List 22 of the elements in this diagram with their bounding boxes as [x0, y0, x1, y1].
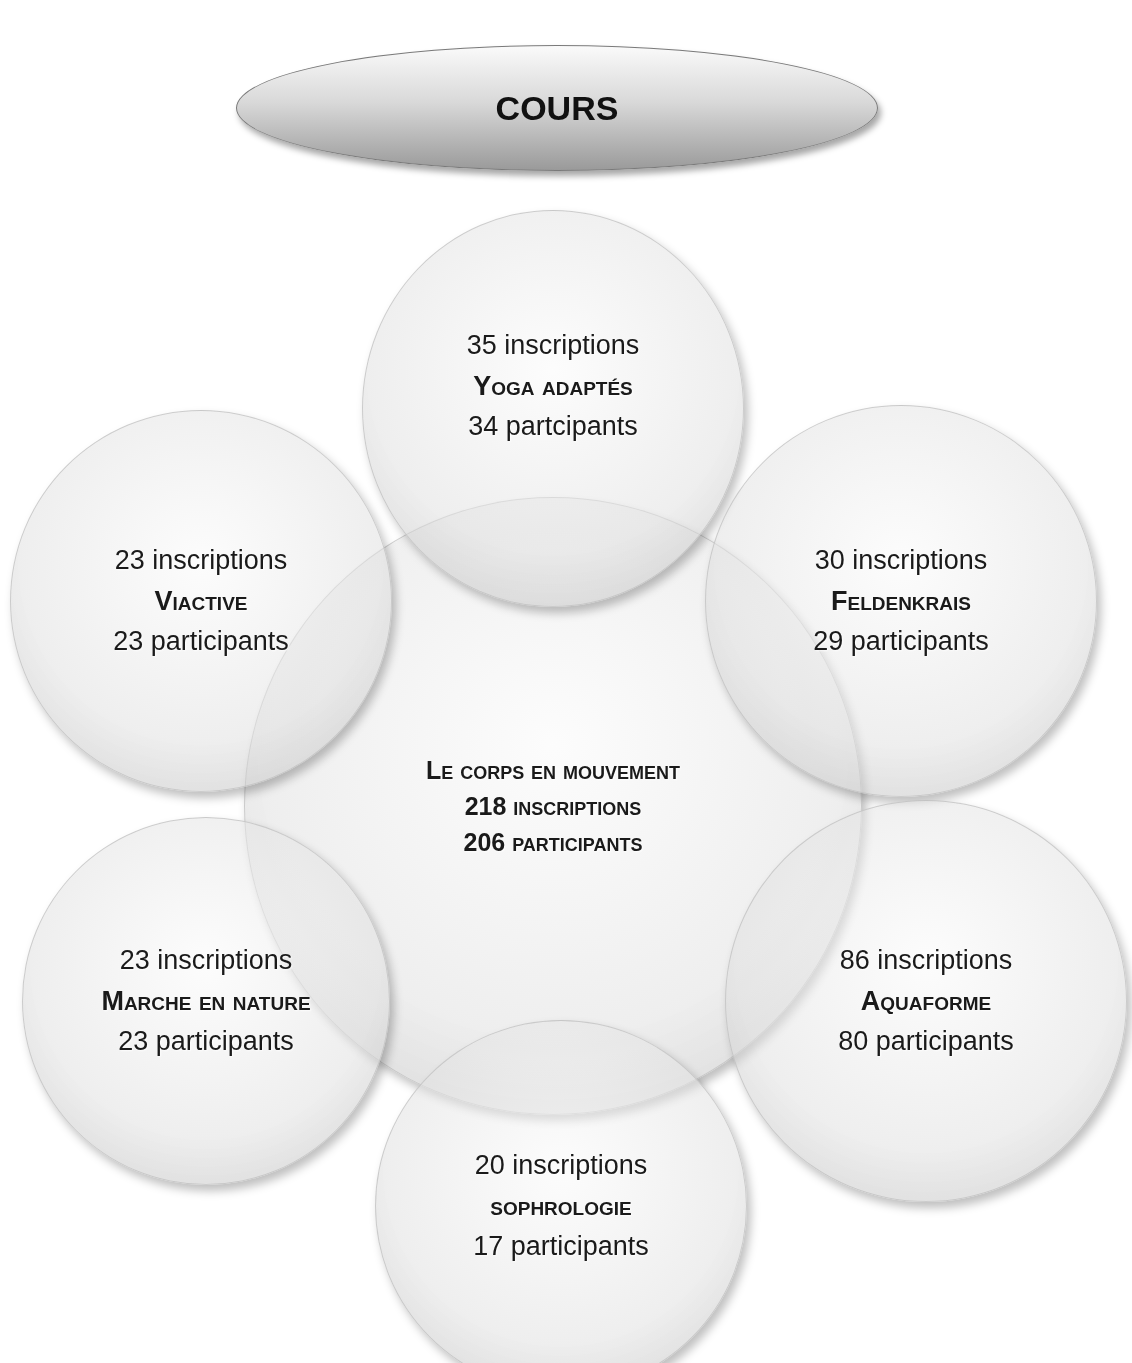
count-text: 35 inscriptions	[465, 329, 641, 362]
count-text: 86 inscriptions	[838, 944, 1014, 977]
participant-total: 206 participants	[462, 827, 644, 857]
participant-text: 34 partcipants	[467, 410, 639, 443]
count-text: 20 inscriptions	[473, 1149, 649, 1182]
course-name: Yoga adaptés	[472, 369, 634, 403]
participant-text: 23 participants	[117, 1025, 295, 1058]
participant-text: 80 participants	[837, 1025, 1015, 1058]
title-text: COURS	[495, 88, 619, 128]
course-name: Viactive	[153, 584, 249, 618]
course-name: Marche en nature	[100, 984, 312, 1018]
group-name: Le corps en mouvement	[424, 755, 682, 785]
course-name: sophrologie	[489, 1189, 633, 1223]
course-name: Aquaforme	[859, 984, 993, 1018]
count-text: 23 inscriptions	[113, 544, 289, 577]
course-name: Feldenkrais	[830, 584, 972, 618]
count-text: 30 inscriptions	[813, 544, 989, 577]
participant-text: 23 participants	[112, 625, 290, 658]
inscription-total: 218 inscriptions	[463, 791, 643, 821]
participant-text: 29 participants	[812, 625, 990, 658]
count-text: 23 inscriptions	[118, 944, 294, 977]
participant-text: 17 participants	[472, 1230, 650, 1263]
